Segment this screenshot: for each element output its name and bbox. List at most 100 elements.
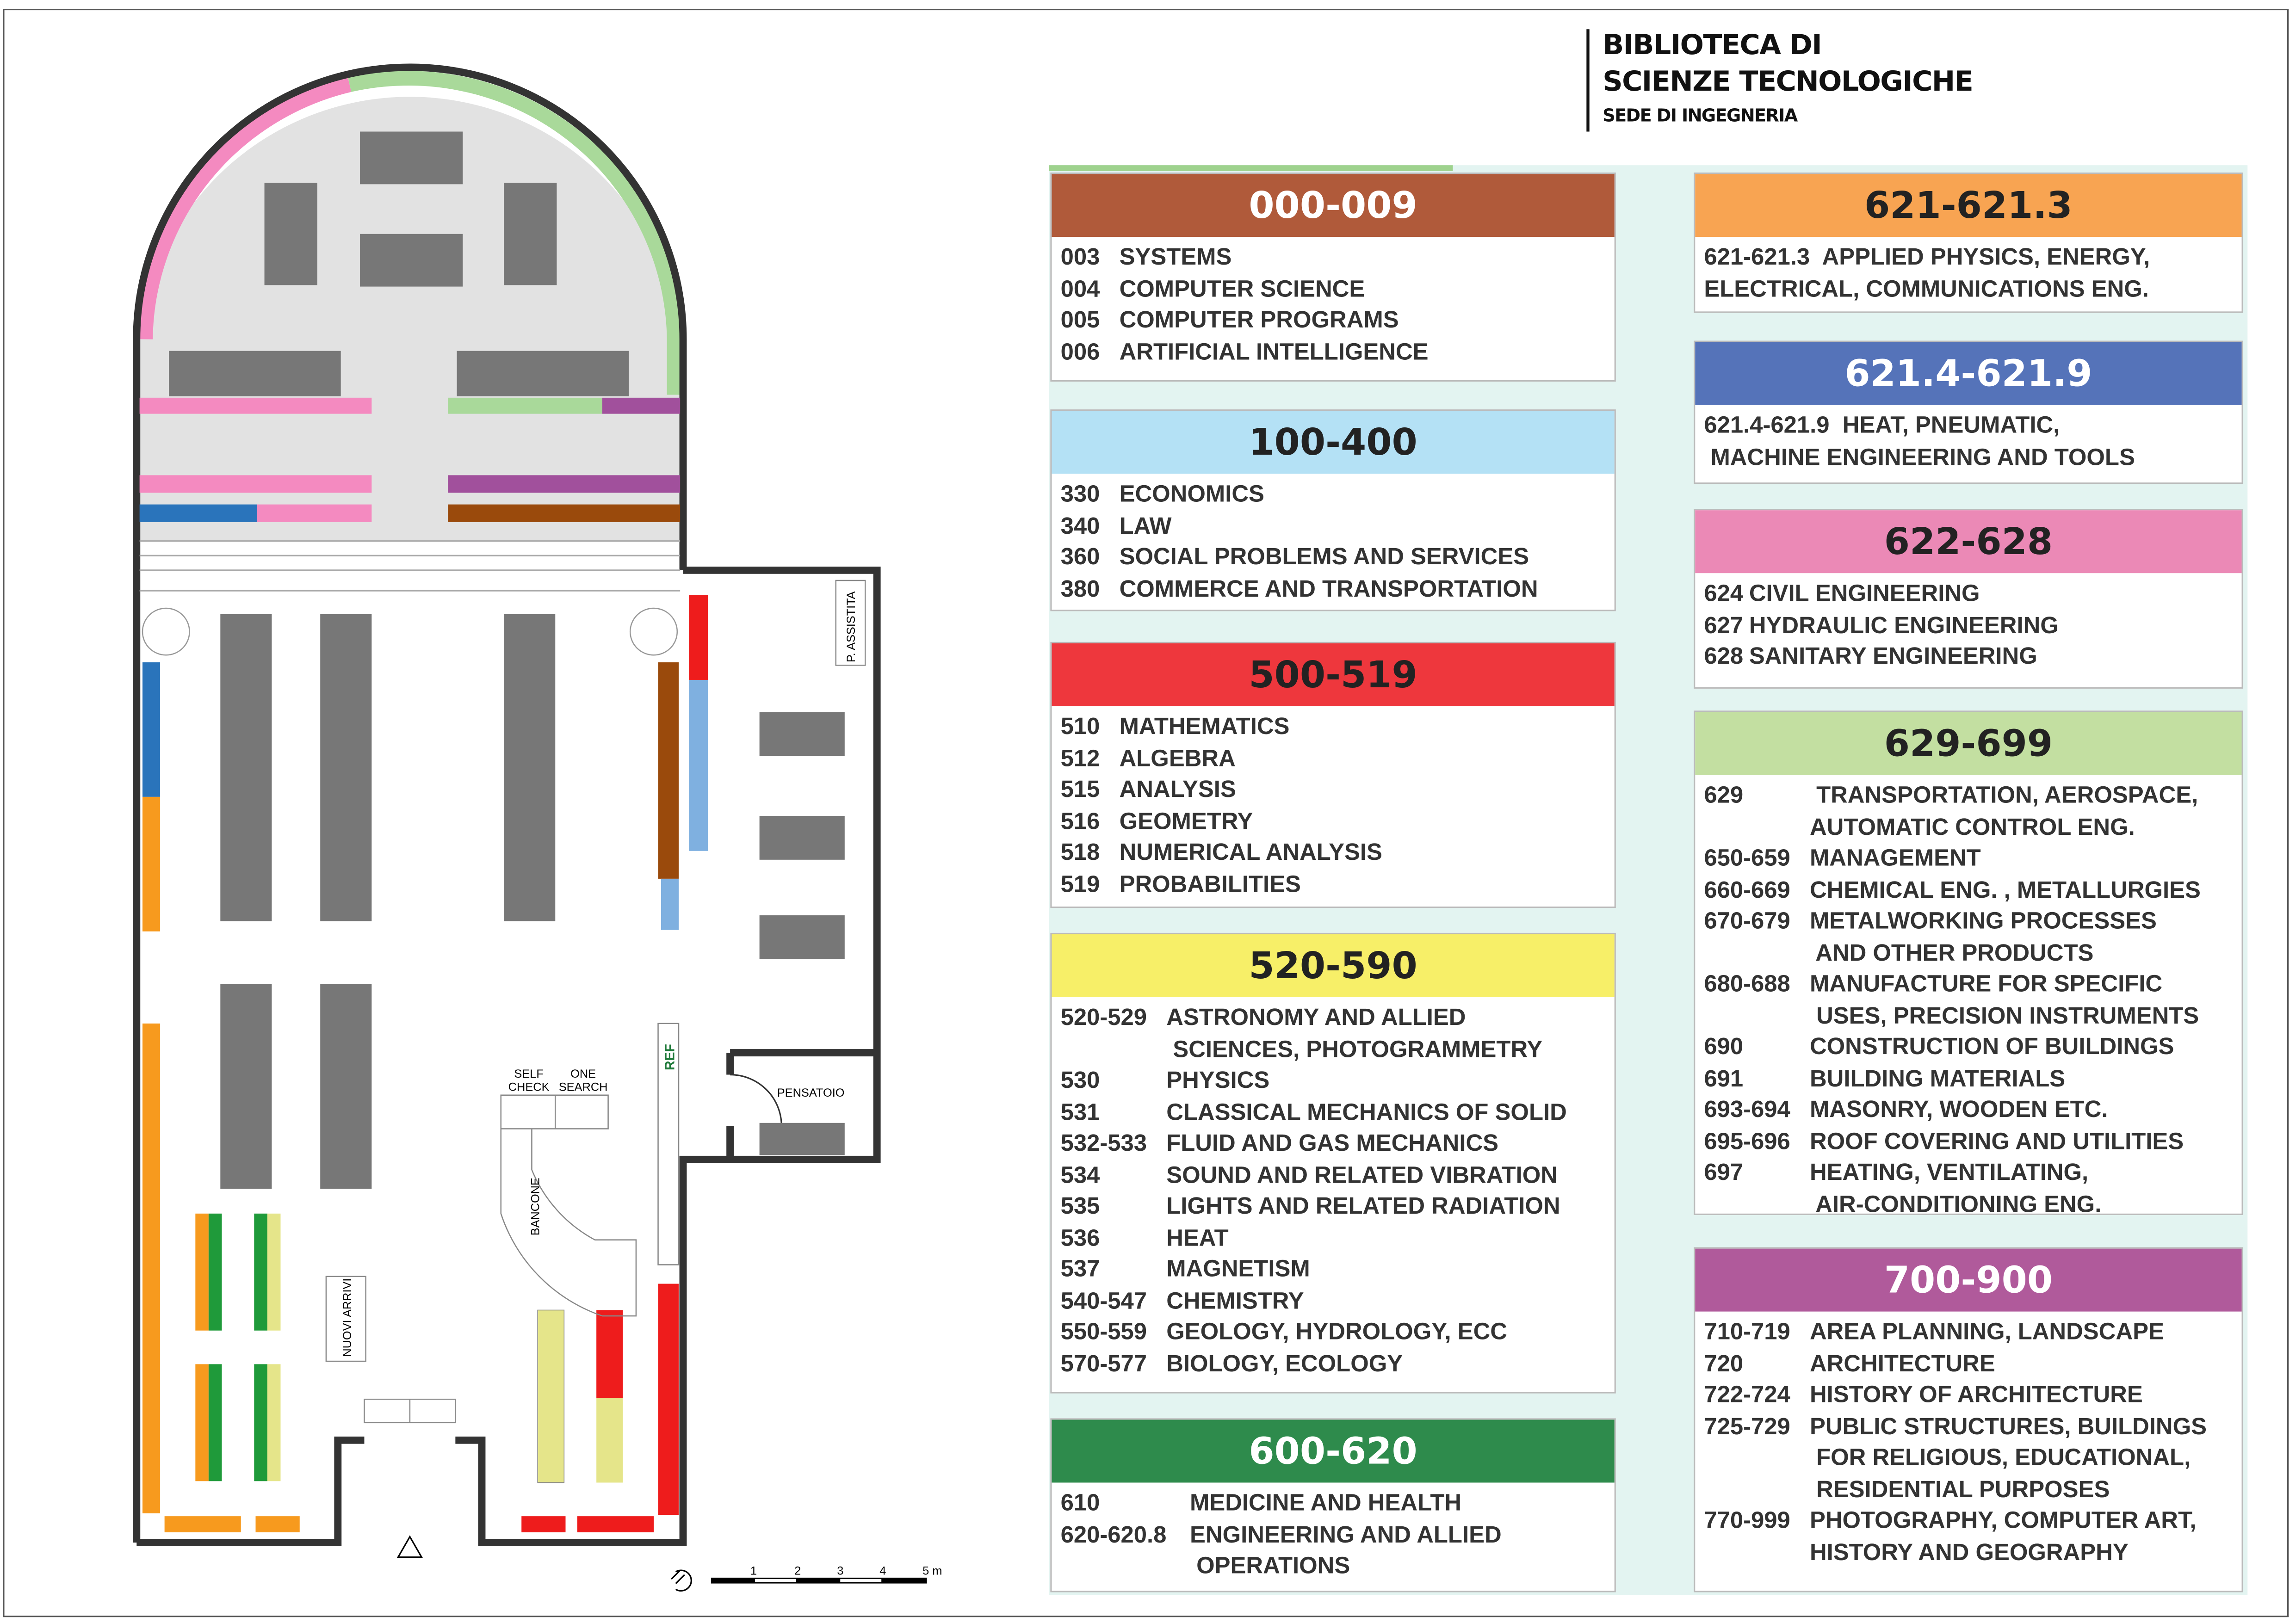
entry-description: CIVIL ENGINEERING [1749,582,1980,607]
legend-box-entries: 621-621.3 APPLIED PHYSICS, ENERGY, ELECT… [1704,243,2239,306]
entry-description: MATHEMATICS [1119,715,1290,740]
entry-description: ASTRONOMY AND ALLIED SCIENCES, PHOTOGRAM… [1166,1006,1543,1062]
door-swing [730,1074,782,1126]
entry-description: AREA PLANNING, LANDSCAPE [1809,1320,2164,1345]
legend-box-header: 100-400 [1052,411,1615,474]
entry-code: 720 [1704,1351,1744,1377]
legend-entry: 530 PHYSICS [1061,1066,1612,1098]
entry-description: PHOTOGRAPHY, COMPUTER ART, HISTORY AND G… [1809,1509,2197,1566]
scale-tick: 2 [794,1565,801,1578]
entry-description: COMPUTER PROGRAMS [1119,309,1399,333]
entry-description: MASONRY, WOODEN ETC. [1809,1098,2108,1123]
entry-code: 660-669 [1704,878,1790,903]
entry-code: 535 [1060,1194,1100,1220]
entry-code: 005 [1060,309,1100,333]
entry-description: CHEMICAL ENG. , METALLURGIES [1809,878,2201,903]
legend-box-header: 500-519 [1052,643,1615,706]
legend-box-header: 621.4-621.9 [1695,342,2242,405]
entry-code: 670-679 [1704,909,1790,935]
entry-description: HEAT [1166,1226,1229,1251]
entry-description: TRANSPORTATION, AEROSPACE, AUTOMATIC CON… [1809,784,2198,840]
pensatoio-label: PENSATOIO [777,1086,845,1099]
sheet-border [3,8,2289,1617]
building-walls [133,63,881,1546]
entry-code: 360 [1060,545,1100,570]
entry-description: 621-621.3 APPLIED PHYSICS, ENERGY, ELECT… [1704,246,2150,302]
legend-box-header: 621-621.3 [1695,174,2242,237]
entry-code: 340 [1060,514,1100,539]
entry-code: 620-620.8 [1060,1523,1167,1548]
entry-code: 680-688 [1704,972,1790,997]
entry-code: 725-729 [1704,1414,1790,1440]
entry-description: BIOLOGY, ECOLOGY [1166,1351,1403,1377]
bancone-label: BANCONE [529,1178,542,1235]
entry-description: 621.4-621.9 HEAT, PNEUMATIC, MACHINE ENG… [1704,413,2135,470]
legend-entry: 340 LAW [1061,511,1612,543]
entry-description: GEOMETRY [1119,809,1253,834]
entry-code: 330 [1060,482,1100,507]
legend-top-accent [1049,165,1453,171]
entry-description: HEATING, VENTILATING, AIR-CONDITIONING E… [1809,1160,2102,1217]
entry-code: 710-719 [1704,1320,1790,1345]
legend-entry: 695-696 ROOF COVERING AND UTILITIES [1704,1127,2239,1158]
scale-bar: 1 2 3 4 5 m [711,1565,942,1584]
entry-description: LAW [1119,514,1172,539]
entry-code: 691 [1704,1067,1744,1092]
entry-code: 519 [1060,872,1100,897]
title-line-2: SCIENZE TECNOLOGICHE [1603,66,1974,98]
scale-tick: 4 [879,1565,886,1578]
legend-box-621.4-621.9: 621.4-621.9 621.4-621.9 HEAT, PNEUMATIC, … [1694,340,2243,484]
legend-entry: 330 ECONOMICS [1061,480,1612,511]
entry-code: 540-547 [1060,1289,1147,1314]
entry-code: 515 [1060,778,1100,803]
entry-description: PHYSICS [1166,1068,1270,1094]
entry-code: 532-533 [1060,1131,1147,1157]
legend-box-header: 520-590 [1052,934,1615,997]
entry-code: 530 [1060,1068,1100,1094]
entry-description: ECONOMICS [1119,482,1264,507]
entry-description: ROOF COVERING AND UTILITIES [1809,1129,2184,1154]
entry-code: 697 [1704,1160,1744,1186]
entry-code: 536 [1060,1226,1100,1251]
entry-code: 690 [1704,1035,1744,1060]
north-arrow-icon [670,1569,692,1592]
scale-tick: 5 m [922,1565,942,1578]
entry-code: 006 [1060,339,1100,365]
legend-box-header: 600-620 [1052,1419,1615,1483]
entry-code: 628 [1704,645,1744,670]
entry-code: 629 [1704,784,1744,809]
entry-description: HISTORY OF ARCHITECTURE [1809,1383,2143,1408]
entry-description: SOUND AND RELATED VIBRATION [1166,1163,1558,1188]
legend-box-header: 700-900 [1695,1248,2242,1312]
entry-description: HYDRAULIC ENGINEERING [1749,613,2059,638]
entry-code: 770-999 [1704,1509,1790,1534]
entry-code: 610 [1060,1491,1100,1517]
legend-entry: 710-719 AREA PLANNING, LANDSCAPE [1704,1317,2239,1349]
entry-code: 695-696 [1704,1129,1790,1154]
title-line-1: BIBLIOTECA DI [1603,29,1822,62]
legend-entry: 621.4-621.9 HEAT, PNEUMATIC, MACHINE ENG… [1704,411,2239,474]
entry-code: 650-659 [1704,846,1790,872]
legend-box-header: 622-628 [1695,510,2242,574]
